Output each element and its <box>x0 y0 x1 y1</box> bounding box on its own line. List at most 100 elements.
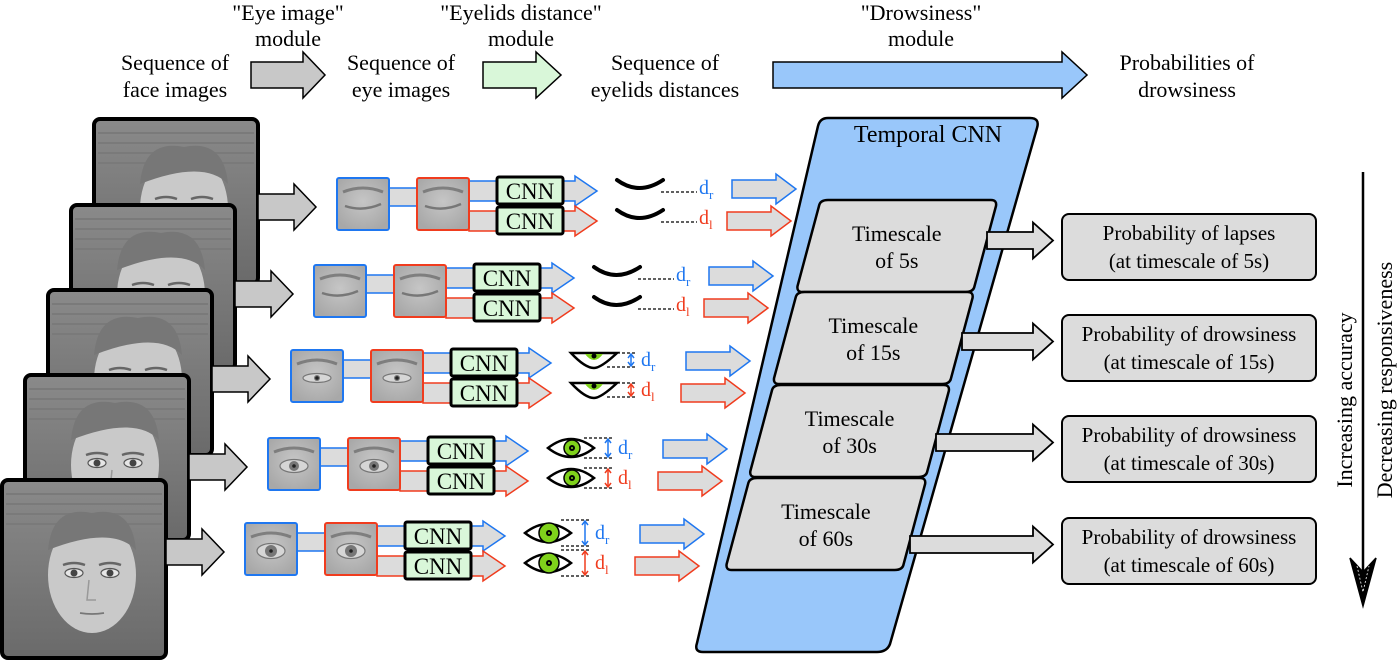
pipeline-header: Sequence of face images "Eye image" modu… <box>121 0 1255 102</box>
timescale-output-arrow <box>986 220 1055 261</box>
left-distance-to-temporal-arrow <box>726 204 793 238</box>
face-to-eye-arrow <box>188 442 249 492</box>
left-eyelid-icon <box>545 467 597 489</box>
output-line2: (at timescale of 30s) <box>1104 451 1275 475</box>
right-eye-thumbnail <box>336 177 390 231</box>
side-axis: Increasing accuracy Decreasing responsiv… <box>1332 172 1397 609</box>
stage-eyelids-distances-line2: eyelids distances <box>591 77 739 102</box>
cnn-label: CNN <box>414 554 463 579</box>
module-eyelids-distance-line1: "Eyelids distance" <box>440 0 602 25</box>
right-eye-connector <box>365 274 395 294</box>
face-to-eye-arrow <box>257 182 318 232</box>
left-distance-label: dl <box>641 379 655 404</box>
stage-face-images-line2: face images <box>123 77 227 102</box>
stage-probabilities-line1: Probabilities of <box>1119 50 1255 75</box>
output-line2: (at timescale of 15s) <box>1104 350 1275 374</box>
cnn-right-box: CNN <box>403 520 473 551</box>
right-distance-label: dr <box>676 264 691 289</box>
cnn-label: CNN <box>460 351 509 376</box>
right-eyelid-icon <box>545 437 597 459</box>
cnn-right-box: CNN <box>495 175 565 206</box>
eye-row: CNN CNN dr dl <box>234 259 775 325</box>
cnn-left-box: CNN <box>472 292 542 323</box>
right-eye-connector <box>342 359 372 379</box>
timescale-line2: of 60s <box>799 526 853 551</box>
cnn-label: CNN <box>506 179 555 204</box>
right-eye-thumbnail <box>290 349 344 403</box>
right-eyelid-icon <box>592 265 642 277</box>
left-distance-to-temporal-arrow <box>634 549 701 583</box>
right-distance-to-temporal-arrow <box>639 517 706 551</box>
left-eye-thumbnail <box>370 349 424 403</box>
timescale-line2: of 30s <box>822 433 876 458</box>
cnn-label: CNN <box>437 439 486 464</box>
left-eye-thumbnail <box>416 177 470 231</box>
timescale-line1: Timescale <box>828 313 918 338</box>
cnn-label: CNN <box>506 209 555 234</box>
timescale-output-arrow <box>935 422 1055 463</box>
cnn-right-box: CNN <box>449 347 519 378</box>
right-distance-to-temporal-arrow <box>662 432 729 466</box>
output-probability-box: Probability of drowsiness(at timescale o… <box>1061 517 1317 585</box>
right-distance-to-temporal-arrow <box>708 259 775 293</box>
left-eyelid-icon <box>615 208 665 220</box>
cnn-right-box: CNN <box>426 435 496 466</box>
cnn-right-box: CNN <box>472 262 542 293</box>
cnn-label: CNN <box>483 296 532 321</box>
drowsiness-module-arrow <box>772 50 1089 100</box>
cnn-left-box: CNN <box>403 550 473 581</box>
temporal-cnn-title: Temporal CNN <box>854 122 1002 148</box>
output-probability-box: Probability of drowsiness(at timescale o… <box>1061 314 1317 382</box>
cnn-left-box: CNN <box>449 377 519 408</box>
cnn-label: CNN <box>483 266 532 291</box>
right-eyelid-icon <box>522 522 574 544</box>
cnn-label: CNN <box>460 381 509 406</box>
module-eyelids-distance-line2: module <box>488 26 554 51</box>
left-distance-label: dl <box>618 467 632 492</box>
left-eyelid-icon <box>522 552 574 574</box>
timescale-output-arrow <box>961 321 1055 362</box>
output-line1: Probability of drowsiness <box>1082 525 1297 549</box>
right-distance-label: dr <box>595 522 610 547</box>
decreasing-responsiveness-label: Decreasing responsiveness <box>1372 262 1397 498</box>
left-distance-label: dl <box>676 294 690 319</box>
right-eyelid-icon <box>568 351 621 370</box>
right-eye-connector <box>319 447 349 467</box>
face-to-eye-arrow <box>165 527 226 577</box>
right-distance-label: dr <box>641 349 656 374</box>
face-head <box>48 517 136 633</box>
eye-row: CNN CNN dr dl <box>211 344 752 410</box>
right-distance-to-temporal-arrow <box>685 344 752 378</box>
stage-eyelids-distances-line1: Sequence of <box>611 50 720 75</box>
right-eye-connector <box>388 187 418 207</box>
increasing-accuracy-label: Increasing accuracy <box>1332 312 1357 487</box>
face-image <box>0 478 168 660</box>
eye-rows: CNNCNNdrdlCNNCNNdrdlCNNCNNdrdlCNNCNNdrdl… <box>165 172 798 583</box>
output-item: Probability of drowsiness (at timescale o… <box>935 415 1317 483</box>
timescale-output-arrow <box>909 524 1055 565</box>
stage-eye-images-line2: eye images <box>352 77 450 102</box>
right-eye-thumbnail <box>244 522 298 576</box>
left-distance-to-temporal-arrow <box>680 376 747 410</box>
left-eyelid-icon <box>568 381 621 400</box>
output-line1: Probability of drowsiness <box>1082 423 1297 447</box>
output-probability-box: Probability of lapses(at timescale of 5s… <box>1061 213 1317 281</box>
stage-eye-images-line1: Sequence of <box>347 50 456 75</box>
right-distance-to-temporal-arrow <box>731 172 798 206</box>
timescale-line1: Timescale <box>781 499 871 524</box>
output-line1: Probability of lapses <box>1103 221 1276 245</box>
module-drowsiness-line1: "Drowsiness" <box>861 0 982 25</box>
cnn-label: CNN <box>414 524 463 549</box>
timescale-line2: of 5s <box>875 248 918 273</box>
left-eye-thumbnail <box>324 522 378 576</box>
module-eye-image-line2: module <box>255 26 321 51</box>
stage-face-images-line1: Sequence of <box>121 50 230 75</box>
right-eye-thumbnail <box>267 437 321 491</box>
left-distance-to-temporal-arrow <box>657 464 724 498</box>
